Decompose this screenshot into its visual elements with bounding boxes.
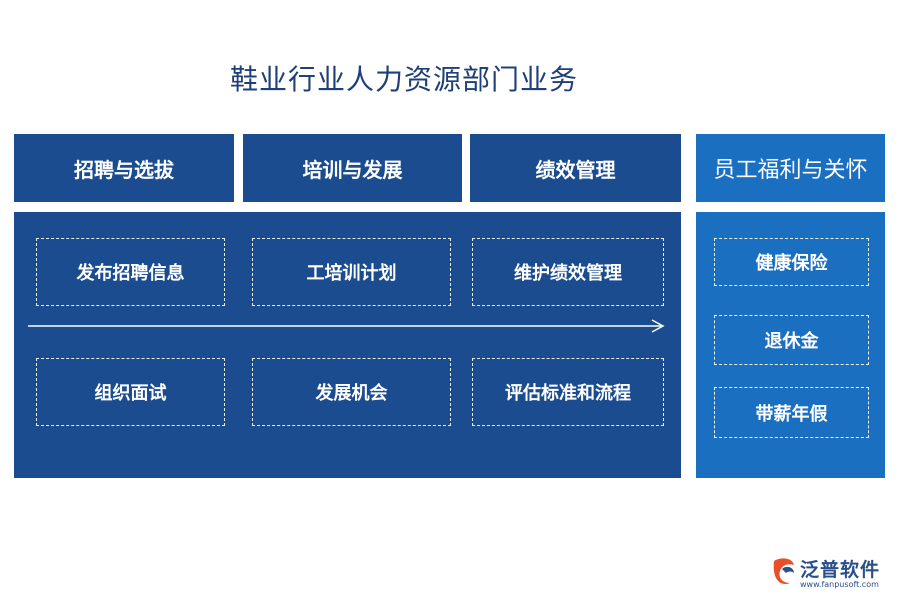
item-paid-leave: 带薪年假 — [714, 387, 869, 438]
flow-arrow — [28, 319, 665, 333]
header-welfare: 员工福利与关怀 — [696, 134, 885, 202]
header-performance: 绩效管理 — [470, 134, 681, 202]
item-training-plan: 工培训计划 — [252, 238, 451, 306]
item-health-insurance: 健康保险 — [714, 238, 869, 286]
side-panel — [696, 212, 885, 478]
brand-logo: 泛普软件 www.fanpusoft.com — [770, 553, 895, 597]
logo-name: 泛普软件 — [800, 559, 881, 581]
item-interview: 组织面试 — [36, 358, 225, 426]
main-panel — [14, 212, 681, 478]
page-title: 鞋业行业人力资源部门业务 — [230, 63, 579, 96]
fanpu-logo-icon — [773, 558, 794, 585]
item-pension: 退休金 — [714, 315, 869, 365]
logo-url: www.fanpusoft.com — [800, 580, 879, 589]
item-evaluation-standards: 评估标准和流程 — [472, 358, 664, 426]
header-training: 培训与发展 — [243, 134, 462, 202]
item-maintain-performance: 维护绩效管理 — [472, 238, 664, 306]
header-recruitment: 招聘与选拔 — [14, 134, 234, 202]
item-development-opportunity: 发展机会 — [252, 358, 451, 426]
item-post-job-info: 发布招聘信息 — [36, 238, 225, 306]
